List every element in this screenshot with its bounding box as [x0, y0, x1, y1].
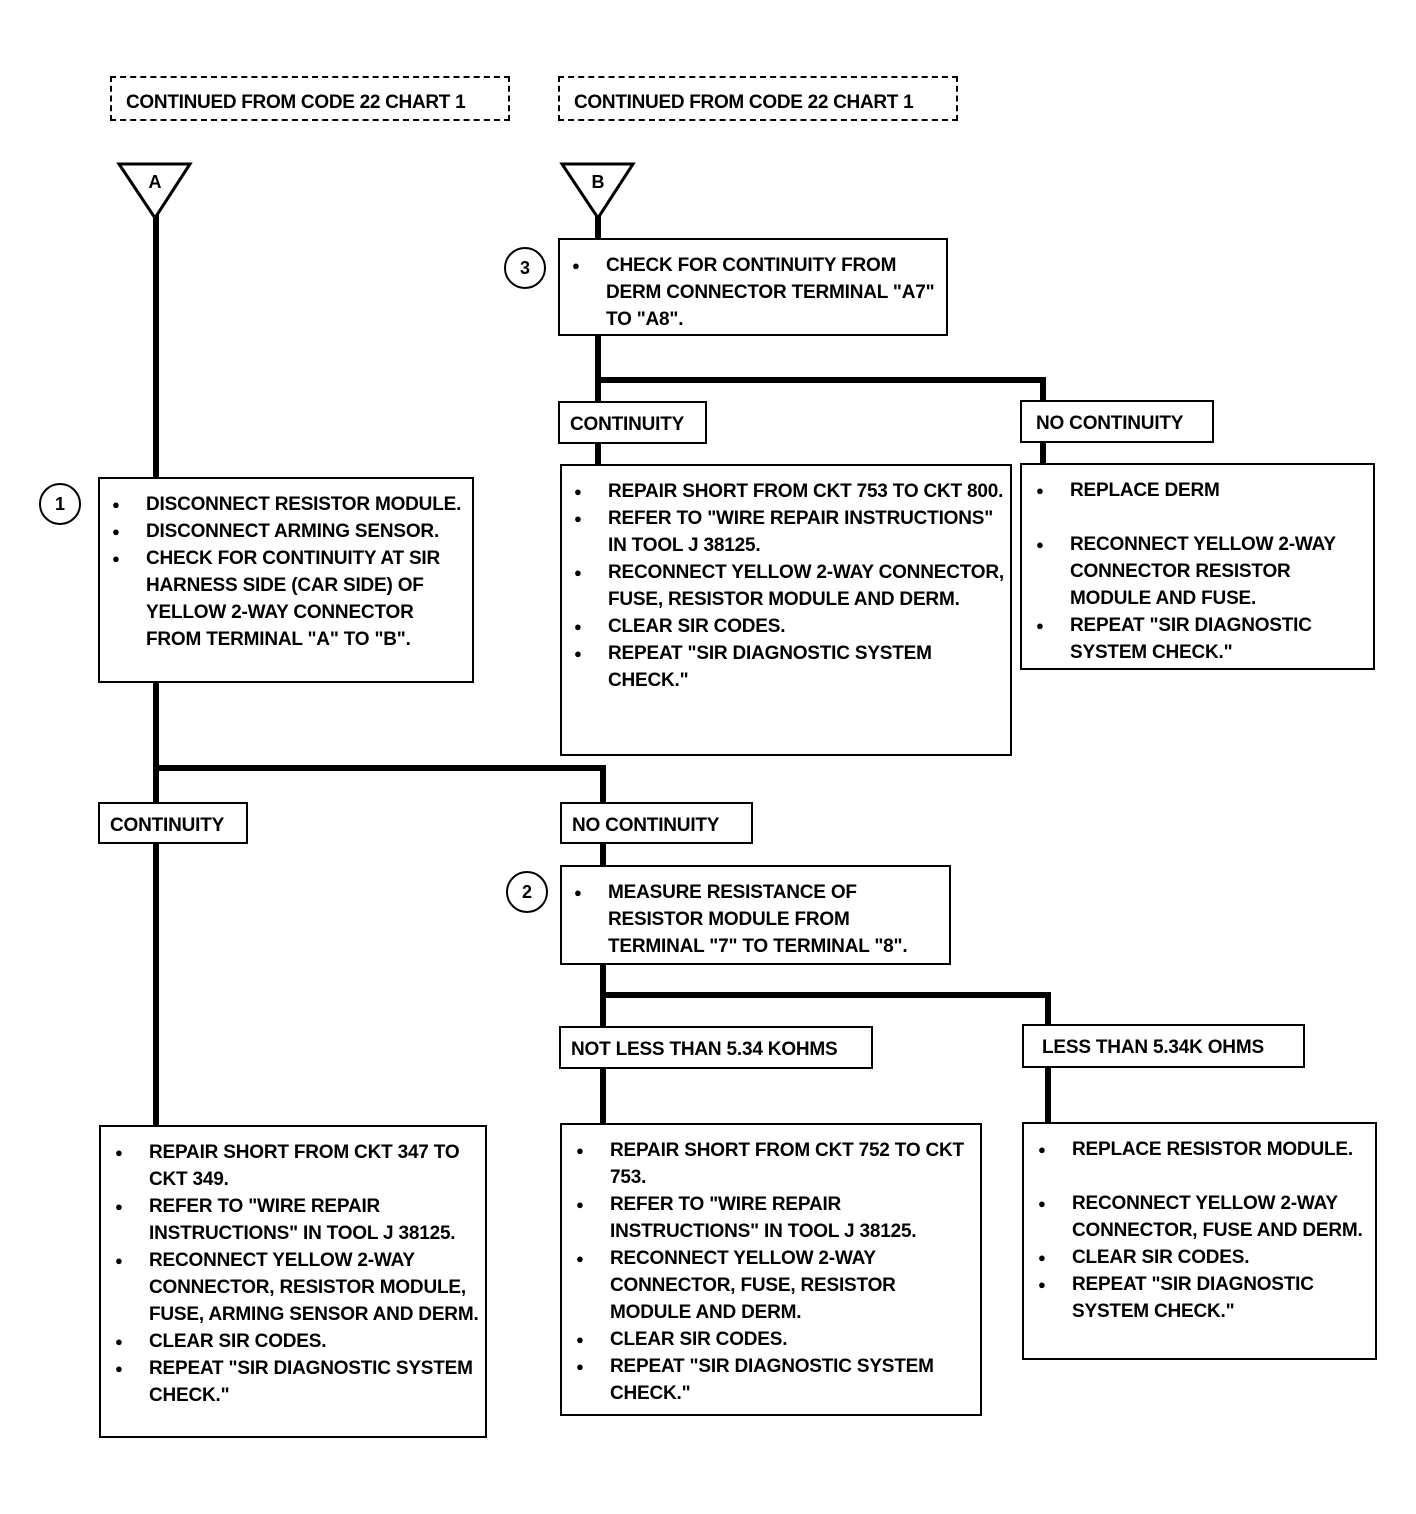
action-item: CLEAR SIR CODES.	[109, 1328, 479, 1355]
action-item: REPEAT "SIR DIAGNOSTIC SYSTEM CHECK."	[568, 640, 1004, 694]
step-3-result-no-continuity: NO CONTINUITY	[1020, 400, 1214, 443]
step-3-box: CHECK FOR CONTINUITY FROM DERM CONNECTOR…	[558, 238, 948, 336]
action-item: RECONNECT YELLOW 2-WAY CONNECTOR, FUSE, …	[568, 559, 1004, 613]
connector-b-header: CONTINUED FROM CODE 22 CHART 1	[558, 76, 958, 121]
step-1-item: DISCONNECT RESISTOR MODULE.	[106, 491, 466, 518]
step-1-item: CHECK FOR CONTINUITY AT SIR HARNESS SIDE…	[106, 545, 466, 653]
step-3-continuity-action-box: REPAIR SHORT FROM CKT 753 TO CKT 800. RE…	[560, 464, 1012, 756]
action-item: REPEAT "SIR DIAGNOSTIC SYSTEM CHECK."	[1032, 1271, 1369, 1325]
action-item: REPEAT "SIR DIAGNOSTIC SYSTEM CHECK."	[109, 1355, 479, 1409]
action-item: RECONNECT YELLOW 2-WAY CONNECTOR, FUSE A…	[1032, 1190, 1369, 1244]
action-item: REPLACE RESISTOR MODULE.	[1032, 1136, 1369, 1163]
action-item: RECONNECT YELLOW 2-WAY CONNECTOR RESISTO…	[1030, 531, 1367, 612]
action-item: REPAIR SHORT FROM CKT 752 TO CKT 753.	[570, 1137, 974, 1191]
action-item: REPEAT "SIR DIAGNOSTIC SYSTEM CHECK."	[570, 1353, 974, 1407]
action-item: REPAIR SHORT FROM CKT 347 TO CKT 349.	[109, 1139, 479, 1193]
action-item: CLEAR SIR CODES.	[1032, 1244, 1369, 1271]
step-3-item: CHECK FOR CONTINUITY FROM DERM CONNECTOR…	[566, 252, 940, 333]
action-item: RECONNECT YELLOW 2-WAY CONNECTOR, FUSE, …	[570, 1245, 974, 1326]
step-3-result-continuity: CONTINUITY	[558, 401, 707, 444]
action-item: REPAIR SHORT FROM CKT 753 TO CKT 800.	[568, 478, 1004, 505]
action-item: REPLACE DERM	[1030, 477, 1367, 504]
step-1-result-continuity: CONTINUITY	[98, 802, 248, 844]
step-1-continuity-action-box: REPAIR SHORT FROM CKT 347 TO CKT 349. RE…	[99, 1125, 487, 1438]
step-2-number: 2	[506, 871, 548, 913]
action-item: REPEAT "SIR DIAGNOSTIC SYSTEM CHECK."	[1030, 612, 1367, 666]
action-item: CLEAR SIR CODES.	[568, 613, 1004, 640]
step-1-number: 1	[39, 483, 81, 525]
step-2-result-not-less: NOT LESS THAN 5.34 KOHMS	[559, 1026, 873, 1069]
connector-b-letter: B	[591, 172, 605, 192]
step-1-box: DISCONNECT RESISTOR MODULE. DISCONNECT A…	[98, 477, 474, 683]
step-2-less-action-box: REPLACE RESISTOR MODULE. RECONNECT YELLO…	[1022, 1122, 1377, 1360]
action-item: REFER TO "WIRE REPAIR INSTRUCTIONS" IN T…	[568, 505, 1004, 559]
step-3-no-continuity-action-box: REPLACE DERM RECONNECT YELLOW 2-WAY CONN…	[1020, 463, 1375, 670]
action-item: REFER TO "WIRE REPAIR INSTRUCTIONS" IN T…	[109, 1193, 479, 1247]
step-2-not-less-action-box: REPAIR SHORT FROM CKT 752 TO CKT 753. RE…	[560, 1123, 982, 1416]
step-1-item: DISCONNECT ARMING SENSOR.	[106, 518, 466, 545]
step-3-number: 3	[504, 247, 546, 289]
action-item: CLEAR SIR CODES.	[570, 1326, 974, 1353]
step-2-box: MEASURE RESISTANCE OF RESISTOR MODULE FR…	[560, 865, 951, 965]
action-item: RECONNECT YELLOW 2-WAY CONNECTOR, RESIST…	[109, 1247, 479, 1328]
connector-b-triangle	[559, 162, 636, 221]
step-1-result-no-continuity: NO CONTINUITY	[560, 802, 753, 844]
connector-a-letter: A	[148, 172, 162, 192]
step-2-result-less: LESS THAN 5.34K OHMS	[1022, 1024, 1305, 1068]
connector-a-triangle	[116, 162, 193, 221]
connector-a-header: CONTINUED FROM CODE 22 CHART 1	[110, 76, 510, 121]
action-item: REFER TO "WIRE REPAIR INSTRUCTIONS" IN T…	[570, 1191, 974, 1245]
step-2-item: MEASURE RESISTANCE OF RESISTOR MODULE FR…	[568, 879, 943, 960]
